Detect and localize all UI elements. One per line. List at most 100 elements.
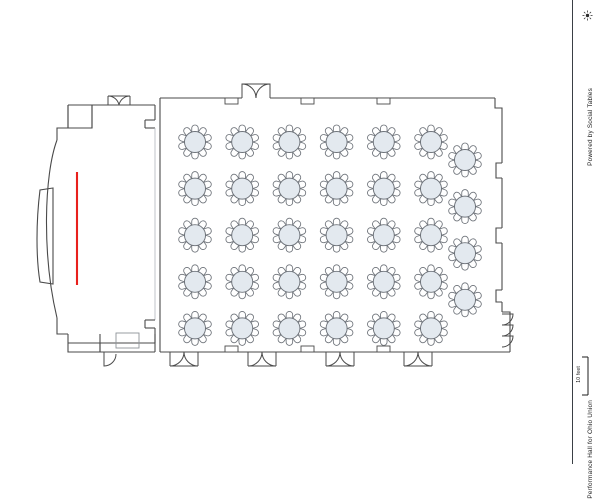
chair: [380, 338, 388, 346]
banquet-round-table[interactable]: [319, 311, 354, 346]
table-top[interactable]: [278, 224, 301, 247]
chair: [191, 124, 199, 133]
door-ballroom-top: [241, 83, 271, 99]
chair: [332, 151, 341, 160]
banquet-round-table[interactable]: [225, 264, 259, 300]
door-west-bottom: [103, 352, 117, 367]
banquet-round-table[interactable]: [448, 235, 482, 271]
table-top[interactable]: [325, 131, 348, 153]
chair: [238, 311, 246, 319]
banquet-round-table[interactable]: [178, 217, 212, 253]
table-top[interactable]: [420, 131, 442, 153]
banquet-round-table[interactable]: [414, 264, 448, 300]
table-top[interactable]: [325, 224, 348, 247]
chair: [191, 151, 199, 160]
banquet-round-table[interactable]: [225, 124, 259, 160]
powered-by-label: Powered by Social Tables: [587, 88, 594, 166]
table-top[interactable]: [325, 317, 348, 340]
chair: [191, 338, 199, 346]
table-top[interactable]: [184, 177, 206, 200]
banquet-round-table[interactable]: [178, 124, 212, 160]
table-top[interactable]: [454, 242, 476, 265]
banquet-round-table[interactable]: [272, 217, 307, 253]
table-top[interactable]: [184, 224, 206, 247]
banquet-round-table[interactable]: [319, 124, 354, 160]
table-top[interactable]: [372, 131, 395, 153]
table-top[interactable]: [454, 288, 476, 311]
table-top[interactable]: [231, 131, 254, 153]
banquet-round-table[interactable]: [448, 142, 482, 178]
floor-plan-drawing[interactable]: [0, 0, 572, 464]
table-top[interactable]: [231, 224, 254, 247]
table-top[interactable]: [372, 177, 395, 200]
table-top[interactable]: [278, 131, 301, 153]
banquet-round-table[interactable]: [367, 217, 401, 253]
chair: [285, 124, 294, 133]
chair: [238, 217, 246, 226]
chair: [380, 171, 388, 179]
chair: [332, 291, 341, 300]
banquet-round-table[interactable]: [178, 264, 212, 300]
banquet-round-table[interactable]: [319, 171, 354, 206]
banquet-round-table[interactable]: [178, 171, 212, 206]
pilasters-top: [224, 97, 391, 105]
table-top[interactable]: [372, 270, 395, 293]
chair: [380, 244, 388, 253]
table-top[interactable]: [278, 177, 301, 200]
table-top[interactable]: [420, 270, 442, 293]
chair: [238, 244, 246, 253]
banquet-round-table[interactable]: [367, 311, 401, 346]
table-top[interactable]: [420, 317, 442, 340]
tables-layer[interactable]: [178, 124, 482, 346]
banquet-round-table[interactable]: [225, 311, 259, 346]
chair: [285, 264, 294, 273]
banquet-round-table[interactable]: [414, 217, 448, 253]
table-top[interactable]: [278, 270, 301, 293]
chair: [285, 151, 294, 160]
table-top[interactable]: [454, 195, 476, 218]
table-top[interactable]: [372, 317, 395, 340]
table-top[interactable]: [325, 270, 348, 293]
banquet-round-table[interactable]: [225, 171, 259, 206]
chair: [380, 151, 388, 160]
chair: [380, 311, 388, 319]
banquet-round-table[interactable]: [448, 189, 482, 224]
table-top[interactable]: [184, 270, 206, 293]
table-top[interactable]: [231, 317, 254, 340]
banquet-round-table[interactable]: [319, 264, 354, 300]
banquet-round-table[interactable]: [178, 311, 212, 346]
chair: [380, 124, 388, 133]
banquet-round-table[interactable]: [272, 311, 307, 346]
banquet-round-table[interactable]: [448, 282, 482, 318]
table-top[interactable]: [231, 270, 254, 293]
banquet-round-table[interactable]: [225, 217, 259, 253]
banquet-round-table[interactable]: [367, 264, 401, 300]
floor-plan-canvas[interactable]: [0, 0, 572, 464]
banquet-round-table[interactable]: [272, 171, 307, 206]
banquet-round-table[interactable]: [272, 264, 307, 300]
chair: [238, 198, 246, 206]
banquet-round-table[interactable]: [367, 124, 401, 160]
table-top[interactable]: [454, 149, 476, 171]
chair: [332, 198, 341, 206]
banquet-round-table[interactable]: [367, 171, 401, 206]
banquet-round-table[interactable]: [272, 124, 307, 160]
table-top[interactable]: [184, 131, 206, 153]
table-top[interactable]: [420, 177, 442, 200]
chair: [461, 262, 469, 271]
chair: [332, 171, 341, 179]
chair: [285, 291, 294, 300]
table-top[interactable]: [278, 317, 301, 340]
chair: [191, 198, 199, 206]
banquet-round-table[interactable]: [414, 124, 448, 160]
table-top[interactable]: [184, 317, 206, 340]
pilasters-bottom: [224, 345, 391, 353]
table-top[interactable]: [372, 224, 395, 247]
banquet-round-table[interactable]: [414, 311, 448, 346]
table-top[interactable]: [325, 177, 348, 200]
chair: [380, 291, 388, 300]
banquet-round-table[interactable]: [319, 217, 354, 253]
table-top[interactable]: [420, 224, 442, 247]
banquet-round-table[interactable]: [414, 171, 448, 206]
table-top[interactable]: [231, 177, 254, 200]
